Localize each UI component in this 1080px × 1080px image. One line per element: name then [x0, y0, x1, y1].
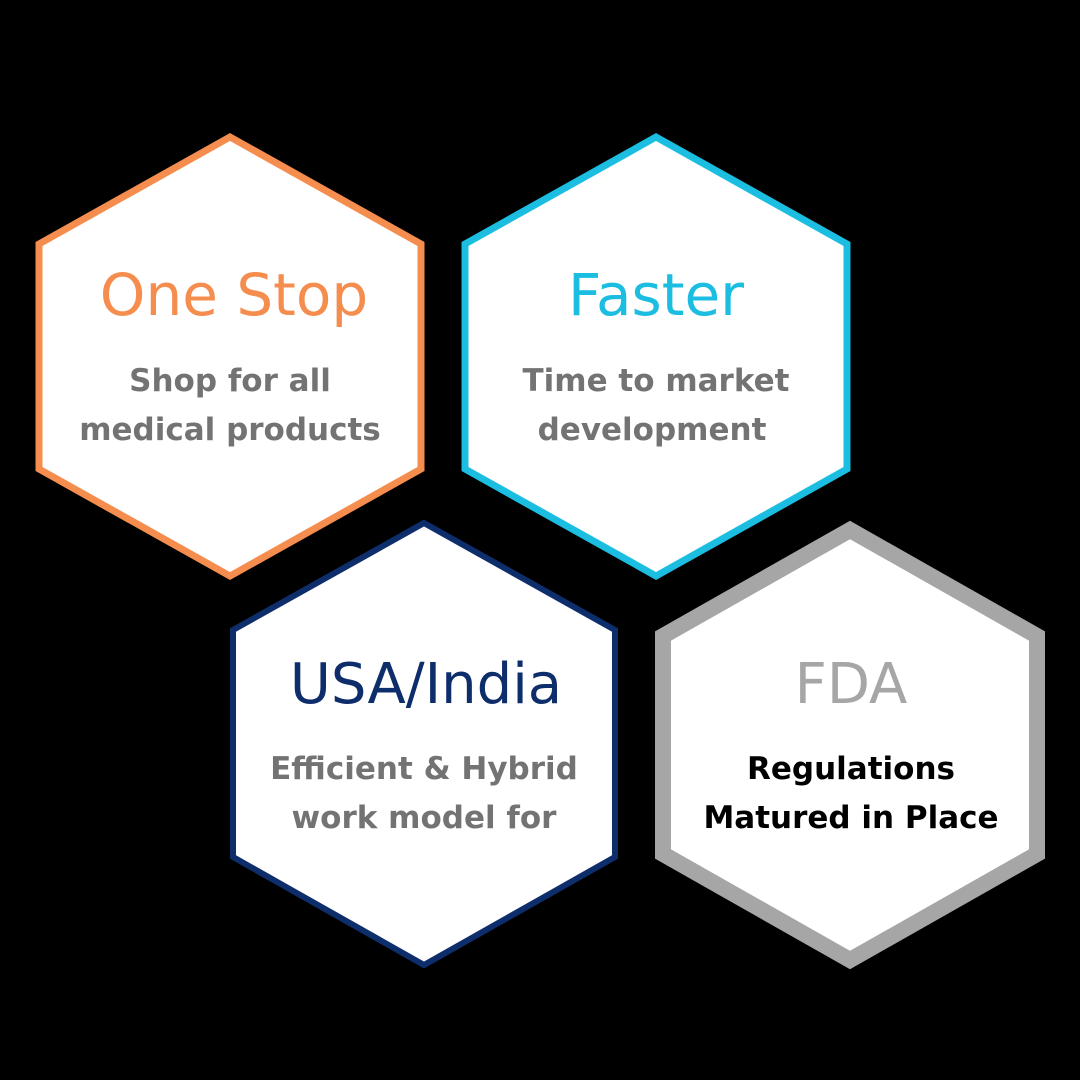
hexagon-shape — [230, 519, 618, 969]
hexagon-line-1: Shop for all — [129, 363, 331, 399]
hexagon-title: Faster — [568, 261, 744, 329]
hexagon-usa-india: USA/India Efficient & Hybrid work model … — [230, 519, 618, 969]
hexagon-line-1: Regulations — [747, 751, 955, 787]
hexagon-shape — [655, 520, 1045, 970]
hexagon-line-1: Efficient & Hybrid — [270, 751, 578, 787]
hexagon-shape — [35, 132, 425, 581]
hexagon-line-1: Time to market — [523, 363, 790, 399]
hexagon-title: FDA — [795, 652, 908, 717]
hexagon-line-2: development — [538, 412, 767, 448]
hexagon-title: One Stop — [100, 261, 368, 329]
hexagon-line-2: work model for — [292, 800, 558, 836]
hexagon-one-stop: One Stop Shop for all medical products — [35, 132, 425, 581]
hexagon-fda: FDA Regulations Matured in Place — [655, 520, 1045, 970]
hexagon-faster: Faster Time to market development — [461, 132, 851, 581]
hexagon-line-2: Matured in Place — [703, 800, 998, 836]
hexagon-title: USA/India — [290, 652, 562, 717]
hexagon-line-2: medical products — [79, 412, 381, 448]
hexagon-shape — [461, 132, 851, 581]
